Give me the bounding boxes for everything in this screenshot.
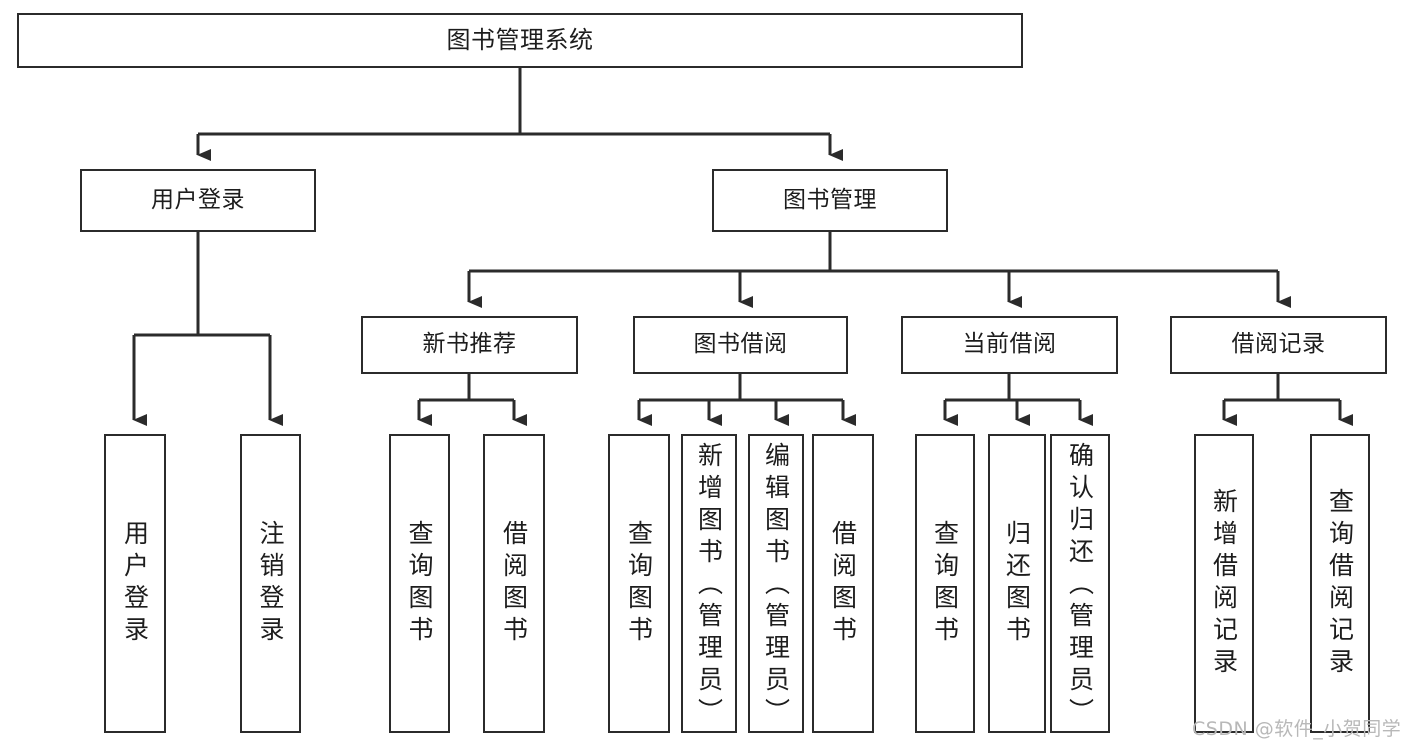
leaf-node-edit-book-admin[interactable]: 编辑图书（管理员）	[748, 434, 804, 733]
leaf-node-logout[interactable]: 注销登录	[240, 434, 301, 733]
leaf-node-add-borrow-record[interactable]: 新增借阅记录	[1194, 434, 1254, 733]
node-label: 查询借阅记录	[1325, 487, 1355, 680]
node-label: 当前借阅	[962, 331, 1057, 358]
node-label: 新增借阅记录	[1209, 487, 1239, 680]
node-borrow-record[interactable]: 借阅记录	[1170, 316, 1387, 374]
node-label: 注销登录	[256, 519, 285, 648]
leaf-node-query-book-recommend[interactable]: 查询图书	[389, 434, 450, 733]
leaf-node-query-borrow-record[interactable]: 查询借阅记录	[1310, 434, 1370, 733]
node-label: 确认归还（管理员）	[1065, 442, 1095, 730]
node-label: 查询图书	[624, 519, 654, 648]
node-label: 查询图书	[930, 519, 960, 648]
node-label: 图书管理	[783, 186, 877, 213]
node-label: 用户登录	[151, 186, 245, 213]
node-label: 用户登录	[120, 519, 150, 648]
node-label: 图书借阅	[693, 331, 788, 358]
node-label: 新增图书（管理员）	[694, 442, 724, 730]
leaf-node-confirm-return-admin[interactable]: 确认归还（管理员）	[1050, 434, 1110, 733]
node-book-management[interactable]: 图书管理	[712, 169, 948, 232]
node-current-borrow[interactable]: 当前借阅	[901, 316, 1118, 374]
node-label: 借阅记录	[1231, 331, 1326, 358]
node-label: 借阅图书	[828, 519, 858, 648]
leaf-node-borrow-book[interactable]: 借阅图书	[812, 434, 874, 733]
node-user-login[interactable]: 用户登录	[80, 169, 316, 232]
node-label: 图书管理系统	[446, 26, 594, 55]
node-label: 新书推荐	[422, 331, 517, 358]
node-new-book-recommendation[interactable]: 新书推荐	[361, 316, 578, 374]
node-book-borrow[interactable]: 图书借阅	[633, 316, 848, 374]
node-label: 编辑图书（管理员）	[761, 442, 791, 730]
leaf-node-borrow-book-recommend[interactable]: 借阅图书	[483, 434, 545, 733]
leaf-node-user-login[interactable]: 用户登录	[104, 434, 166, 733]
leaf-node-return-book[interactable]: 归还图书	[988, 434, 1046, 733]
node-label: 查询图书	[405, 519, 434, 648]
watermark-text: CSDN @软件_小贺同学	[1192, 718, 1402, 740]
node-label: 借阅图书	[499, 519, 529, 648]
leaf-node-add-book-admin[interactable]: 新增图书（管理员）	[681, 434, 737, 733]
node-root-book-management-system[interactable]: 图书管理系统	[17, 13, 1023, 68]
leaf-node-query-book-current[interactable]: 查询图书	[915, 434, 975, 733]
node-label: 归还图书	[1002, 519, 1032, 648]
leaf-node-query-book-borrow[interactable]: 查询图书	[608, 434, 670, 733]
